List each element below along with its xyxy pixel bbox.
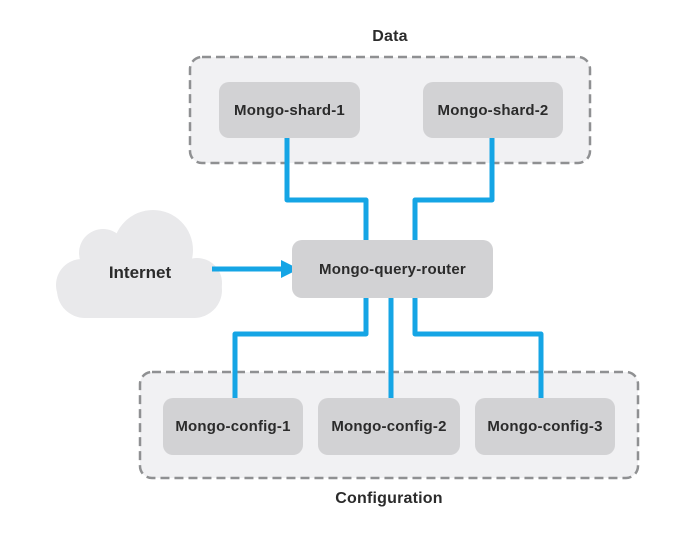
node-mongo-config-1: Mongo-config-1 bbox=[163, 398, 303, 455]
edge-shard2-router bbox=[412, 135, 495, 242]
edge-router-config3 bbox=[412, 296, 544, 400]
node-mongo-config-3: Mongo-config-3 bbox=[475, 398, 615, 455]
group-label-data: Data bbox=[372, 28, 408, 45]
node-mongo-shard-2: Mongo-shard-2 bbox=[423, 82, 563, 138]
edge-shard1-router bbox=[284, 135, 369, 242]
node-mongo-config-2: Mongo-config-2 bbox=[318, 398, 460, 455]
connector-lines bbox=[232, 135, 544, 400]
internet-label: Internet bbox=[108, 263, 172, 282]
group-label-configuration: Configuration bbox=[335, 490, 443, 507]
cloud-icon bbox=[56, 210, 222, 318]
node-mongo-query-router: Mongo-query-router bbox=[292, 240, 493, 298]
edge-router-config1 bbox=[232, 296, 369, 400]
node-mongo-shard-1: Mongo-shard-1 bbox=[219, 82, 360, 138]
arrow-icon bbox=[212, 260, 299, 278]
